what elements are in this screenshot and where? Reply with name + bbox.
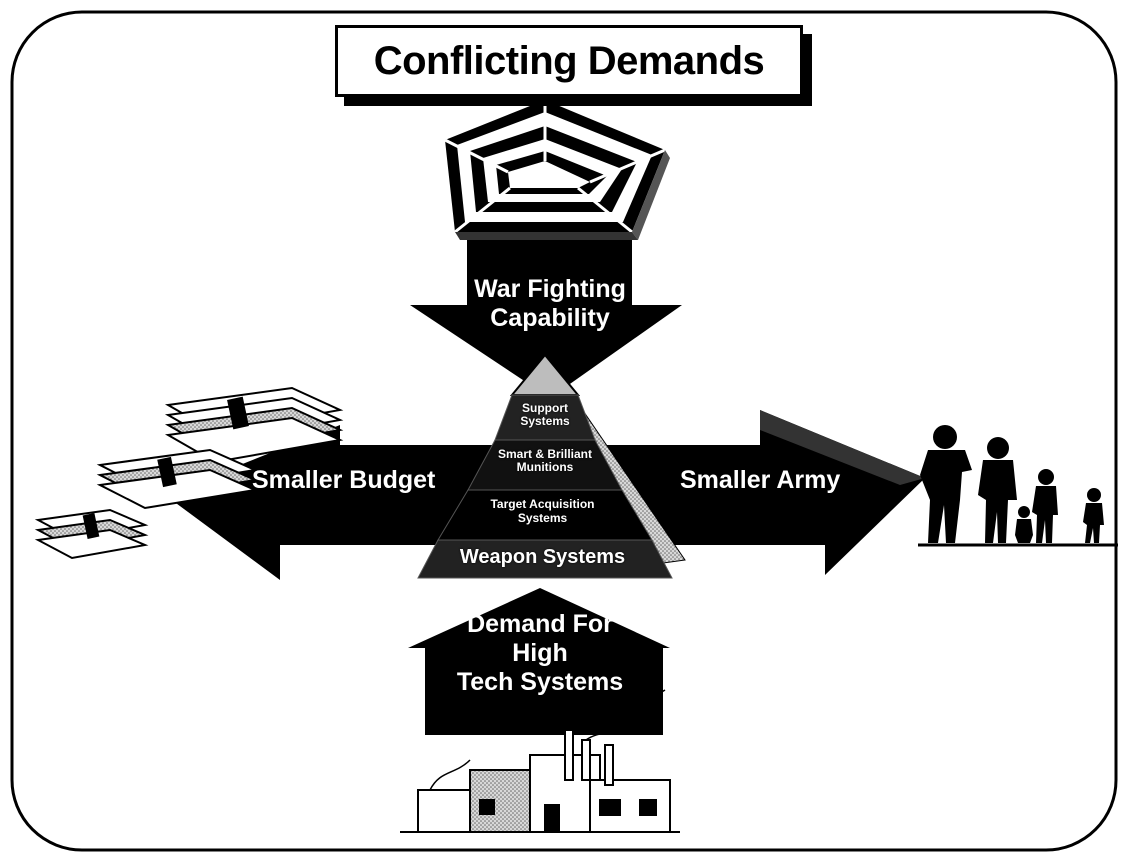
war-fighting-line2: Capability bbox=[490, 303, 610, 332]
target-acquisition-label: Target Acquisition Systems bbox=[455, 497, 630, 526]
high-tech-line1: Demand For bbox=[467, 610, 613, 638]
slide-frame bbox=[10, 10, 1118, 852]
pentagon-building-icon bbox=[444, 100, 670, 240]
factory-icon bbox=[400, 689, 680, 833]
war-fighting-arrow bbox=[410, 240, 682, 398]
smaller-army-label: Smaller Army bbox=[680, 466, 841, 494]
munitions-line1: Smart & Brilliant bbox=[497, 447, 593, 461]
war-fighting-line1: War Fighting bbox=[474, 275, 626, 303]
money-stacks-icon bbox=[34, 386, 344, 560]
war-fighting-label: War Fighting Capability bbox=[455, 275, 645, 333]
support-systems-line2: Systems bbox=[520, 414, 570, 429]
munitions-label: Smart & Brilliant Munitions bbox=[470, 447, 620, 475]
slide-title: Conflicting Demands bbox=[373, 38, 765, 83]
support-systems-label: Support Systems bbox=[500, 401, 590, 429]
munitions-line2: Munitions bbox=[516, 460, 574, 475]
high-tech-demand-label: Demand For High Tech Systems bbox=[440, 610, 640, 696]
target-acquisition-line1: Target Acquisition bbox=[490, 497, 595, 511]
smaller-budget-label: Smaller Budget bbox=[252, 466, 436, 494]
weapon-systems-label: Weapon Systems bbox=[459, 546, 626, 568]
title-box: Conflicting Demands bbox=[335, 25, 803, 97]
high-tech-demand-arrow bbox=[408, 588, 670, 735]
target-acquisition-line2: Systems bbox=[517, 510, 568, 525]
soldiers-icon bbox=[918, 425, 1118, 547]
capability-pyramid bbox=[417, 353, 686, 579]
high-tech-line2: High bbox=[512, 638, 568, 667]
high-tech-line3: Tech Systems bbox=[456, 667, 624, 696]
support-systems-line1: Support bbox=[522, 401, 568, 415]
